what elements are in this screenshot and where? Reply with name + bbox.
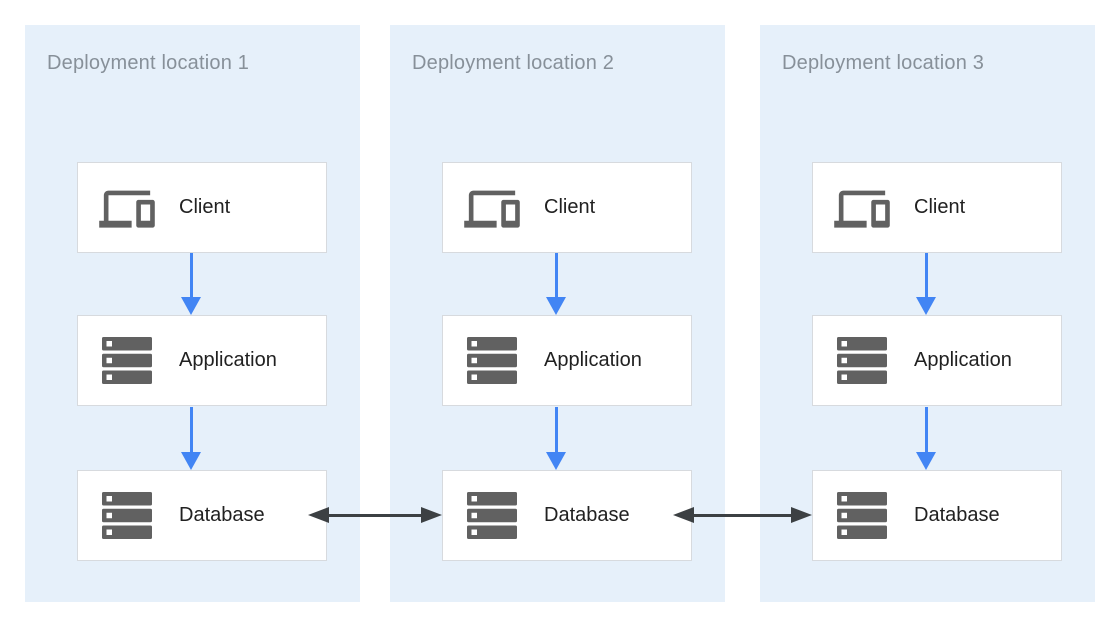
deployment-location-2-panel: Deployment location 2 Client: [390, 25, 725, 602]
node-label: Application: [914, 349, 1012, 371]
node-label: Database: [914, 504, 1000, 526]
node-label: Client: [914, 196, 966, 218]
arrowhead-down-icon: [916, 452, 936, 470]
deployment-location-1-panel: Deployment location 1 Client: [25, 25, 360, 602]
node-label: Application: [544, 349, 642, 371]
node-label: Client: [544, 196, 596, 218]
deployment-location-3-panel: Deployment location 3 Client: [760, 25, 1095, 602]
arrowhead-left-icon: [308, 507, 329, 523]
arrowhead-right-icon: [791, 507, 812, 523]
flow-arrow-client-to-application: [915, 253, 939, 315]
arrow-shaft: [190, 253, 193, 301]
arrow-shaft: [324, 514, 426, 517]
arrowhead-down-icon: [546, 297, 566, 315]
arrow-shaft: [555, 253, 558, 301]
arrowhead-down-icon: [181, 297, 201, 315]
application-node: Application: [442, 315, 692, 406]
devices-icon: [462, 183, 522, 233]
server-stack-icon: [97, 491, 157, 541]
flow-arrow-client-to-application: [545, 253, 569, 315]
client-node: Client: [442, 162, 692, 253]
panel-title: Deployment location 2: [412, 52, 615, 74]
arrowhead-down-icon: [181, 452, 201, 470]
arrowhead-left-icon: [673, 507, 694, 523]
database-node: Database: [812, 470, 1062, 561]
node-label: Database: [179, 504, 265, 526]
application-node: Application: [77, 315, 327, 406]
sync-arrow-database-2-3: [673, 507, 812, 524]
flow-arrow-client-to-application: [180, 253, 204, 315]
devices-icon: [97, 183, 157, 233]
server-stack-icon: [97, 336, 157, 386]
flow-arrow-application-to-database: [180, 407, 204, 470]
arrowhead-down-icon: [916, 297, 936, 315]
flow-arrow-application-to-database: [915, 407, 939, 470]
node-label: Database: [544, 504, 630, 526]
panel-title: Deployment location 1: [47, 52, 250, 74]
arrow-shaft: [925, 253, 928, 301]
server-stack-icon: [832, 491, 892, 541]
arrow-shaft: [689, 514, 796, 517]
node-label: Client: [179, 196, 231, 218]
server-stack-icon: [462, 336, 522, 386]
panel-title: Deployment location 3: [782, 52, 985, 74]
arrowhead-down-icon: [546, 452, 566, 470]
database-node: Database: [77, 470, 327, 561]
arrow-shaft: [190, 407, 193, 456]
arrow-shaft: [925, 407, 928, 456]
server-stack-icon: [462, 491, 522, 541]
arrowhead-right-icon: [421, 507, 442, 523]
client-node: Client: [812, 162, 1062, 253]
flow-arrow-application-to-database: [545, 407, 569, 470]
client-node: Client: [77, 162, 327, 253]
sync-arrow-database-1-2: [308, 507, 442, 524]
node-label: Application: [179, 349, 277, 371]
server-stack-icon: [832, 336, 892, 386]
arrow-shaft: [555, 407, 558, 456]
devices-icon: [832, 183, 892, 233]
database-node: Database: [442, 470, 692, 561]
application-node: Application: [812, 315, 1062, 406]
